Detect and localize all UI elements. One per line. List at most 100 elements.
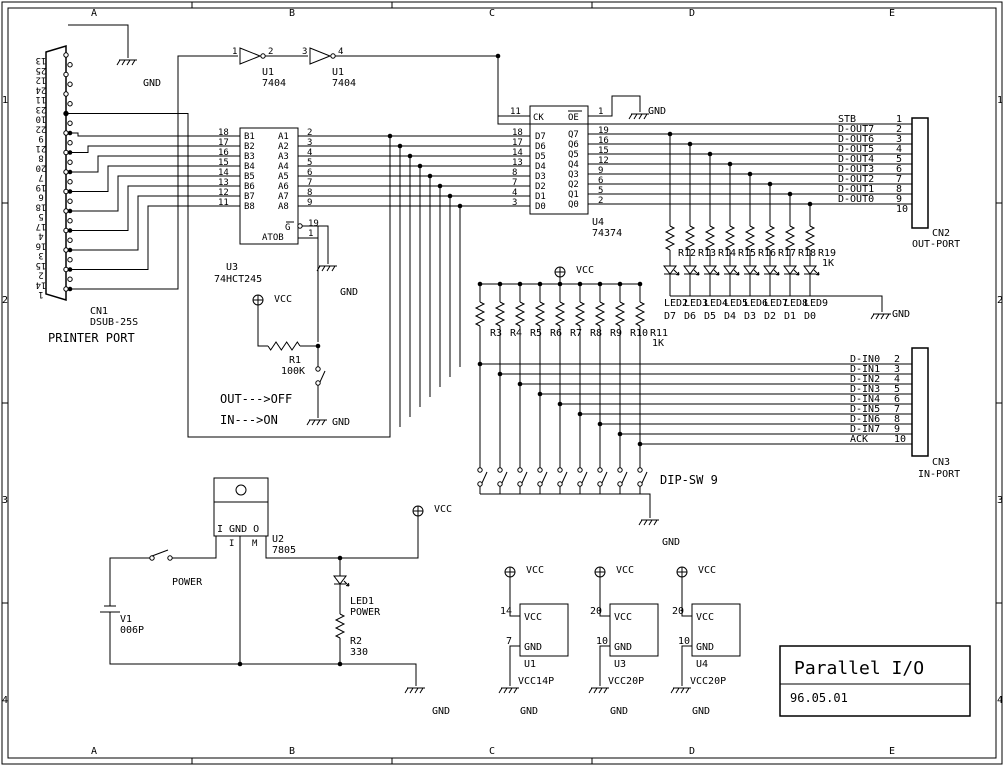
cn1-gnd-wire — [68, 24, 129, 58]
u3-B6: B6 — [244, 182, 255, 192]
u2-pins: I GND O — [217, 524, 259, 535]
switch-lever — [641, 471, 648, 484]
gnd-label: GND — [610, 706, 628, 717]
led-bit: D7 — [664, 311, 676, 322]
r1-ref: R1 — [289, 355, 301, 366]
cn2-label: OUT-PORT — [912, 239, 960, 250]
pin-bubble — [63, 149, 69, 156]
cn1-pin-11: 11 — [36, 94, 47, 104]
u4-pin-19: 19 — [598, 126, 609, 136]
pullup-ref: R9 — [610, 328, 622, 339]
pin-bubble — [63, 247, 69, 253]
u1-ref-a: U1 — [262, 67, 274, 78]
pb-vcc-pin: 20 — [672, 606, 684, 617]
led-light — [753, 269, 760, 276]
pin-bubble — [497, 481, 503, 487]
vcc-label: VCC — [616, 565, 634, 576]
cn1-data-wire — [70, 195, 240, 251]
frame-col-top: D — [689, 8, 695, 19]
pin-bubble — [67, 237, 73, 243]
cn3-pin: 4 — [894, 374, 900, 385]
pin-bubble — [67, 101, 73, 107]
u4-Q0: Q0 — [568, 200, 579, 210]
led-r-ref: R13 — [698, 248, 716, 259]
cn2-pin: 6 — [896, 164, 902, 175]
frame-row-right: 2 — [997, 295, 1003, 306]
u4-pin-12: 12 — [598, 156, 609, 166]
pin-bubble — [63, 52, 69, 58]
u2-ref: U2 — [272, 534, 284, 545]
cn2-signal: D-OUT1 — [838, 184, 874, 195]
gnd-label: GND — [662, 537, 680, 548]
dip-gnd — [480, 493, 651, 518]
led — [763, 265, 777, 275]
u4-D7: D7 — [535, 132, 546, 142]
pin-bubble — [63, 208, 69, 214]
pin-bubble — [330, 53, 336, 59]
u4-pin-3: 3 — [512, 198, 517, 208]
cn1-pin-13: 13 — [36, 55, 47, 65]
cn1-pin-7: 7 — [38, 172, 43, 182]
resistor — [744, 225, 756, 251]
ground-symbol — [498, 687, 519, 694]
u3-pin-18: 18 — [218, 128, 229, 138]
u2-in-wire — [172, 536, 217, 559]
cn2-pin: 5 — [896, 154, 902, 165]
resistor — [804, 225, 816, 251]
cn1-pin-1: 1 — [38, 289, 43, 299]
ground-symbol — [670, 687, 691, 694]
cn1-pin-15: 15 — [36, 260, 47, 270]
pb-ref: U3 — [614, 659, 626, 670]
pin-bubble — [67, 198, 73, 204]
cn2-signal: D-OUT4 — [838, 154, 874, 165]
resistor — [574, 301, 586, 327]
led-r-ref: R19 — [818, 248, 836, 259]
pin-bubble — [67, 120, 73, 126]
pin-bubble — [617, 481, 623, 487]
u3-B2: B2 — [244, 142, 255, 152]
vcc-label: VCC — [434, 504, 452, 515]
frame-col-bottom: A — [91, 746, 97, 757]
u3-pin-7: 7 — [307, 178, 312, 188]
pin-bubble — [63, 266, 69, 273]
u4-part: 74374 — [592, 228, 622, 239]
u4-oe-wire — [588, 95, 641, 117]
cn1-pin-4: 4 — [38, 231, 43, 241]
pullup-ref: R8 — [590, 328, 602, 339]
ground-symbol — [588, 687, 609, 694]
cn2-pin: 4 — [896, 144, 902, 155]
u4-ref: U4 — [592, 217, 604, 228]
u3-pin-14: 14 — [218, 168, 229, 178]
led-light — [693, 269, 700, 276]
u3-pin-atob: 1 — [308, 229, 313, 239]
pin-bubble — [297, 223, 303, 229]
cn1-data-wire — [70, 185, 240, 231]
led-r-ref: R17 — [778, 248, 796, 259]
cn1-pin-17: 17 — [36, 221, 47, 231]
cn2-signal: D-OUT6 — [838, 134, 874, 145]
cn3-signal: D-IN7 — [850, 424, 880, 435]
u3-pin-g: 19 — [308, 219, 319, 229]
frame-col-bottom: D — [689, 746, 695, 757]
pb-vcc: VCC — [524, 612, 542, 623]
cn2-ref: CN2 — [932, 228, 950, 239]
pin-bubble — [315, 380, 321, 386]
pin-bubble — [557, 467, 563, 473]
pin-bubble — [497, 467, 503, 473]
pb-part: VCC20P — [608, 676, 644, 687]
led1 — [333, 575, 347, 585]
gnd-rail — [109, 612, 417, 686]
pin-bubble — [67, 276, 73, 282]
cn2-pin: 3 — [896, 134, 902, 145]
cn2-pin: 7 — [896, 174, 902, 185]
pin-bubble — [597, 481, 603, 487]
cn1-data-wire — [70, 165, 240, 192]
title-block — [779, 645, 971, 717]
cn2-signal: D-OUT7 — [838, 124, 874, 135]
vcc-label: VCC — [274, 294, 292, 305]
frame-row-right: 3 — [997, 495, 1003, 506]
u3-A2: A2 — [278, 142, 289, 152]
gnd-label: GND — [432, 706, 450, 717]
pin-bubble — [517, 481, 523, 487]
